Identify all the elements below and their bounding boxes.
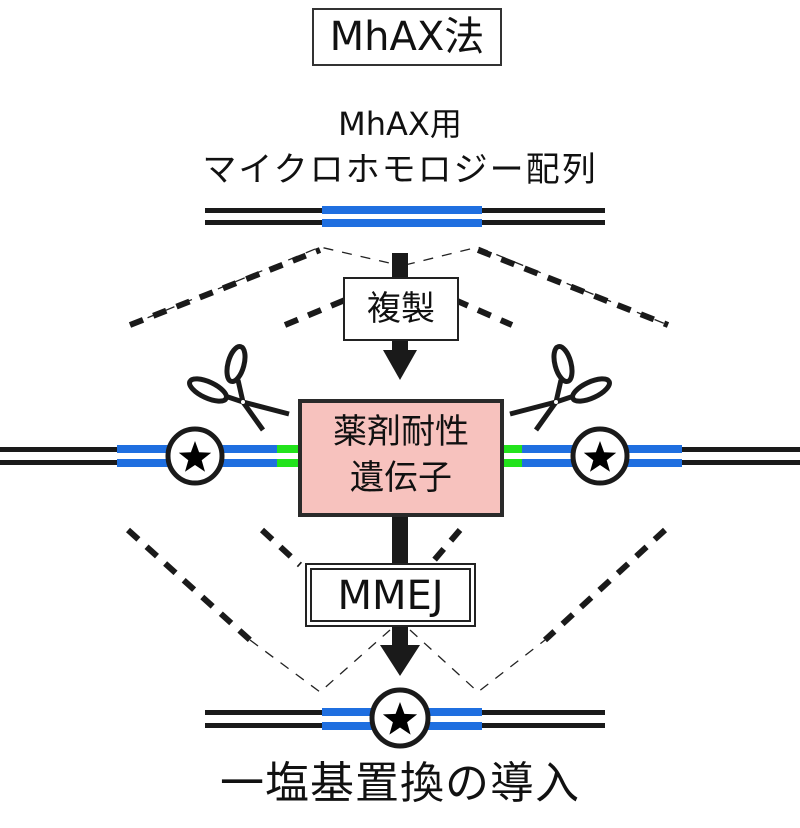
gene-box-line-1: 薬剤耐性 <box>333 412 469 452</box>
guide-line <box>128 247 322 328</box>
star-in-circle-icon <box>570 426 630 486</box>
junction-segment <box>277 445 299 453</box>
mmej-step-box: MMEJ <box>305 563 476 627</box>
drug-resistance-gene-box: 薬剤耐性 遺伝子 <box>298 399 504 517</box>
mmej-label: MMEJ <box>310 568 471 622</box>
guide-line <box>453 297 514 328</box>
guide-line <box>249 629 391 693</box>
star-in-circle-icon <box>369 687 431 749</box>
bottom-thick-guides <box>125 527 668 643</box>
junction-segment <box>500 459 522 467</box>
subtitle-line-2: マイクロホモロジー配列 <box>202 150 598 190</box>
top-dna-duplex <box>205 206 605 227</box>
guide-line <box>125 527 253 643</box>
scissors-icon <box>187 343 290 432</box>
guide-line <box>476 247 670 328</box>
replication-step-box: 複製 <box>343 277 459 341</box>
guide-line <box>259 527 303 568</box>
top-thick-guides <box>128 247 670 328</box>
guide-line <box>409 629 546 693</box>
subtitle-line-1: MhAX用 <box>338 105 462 143</box>
diagram-title: MhAX法 <box>312 8 502 66</box>
junction-segment <box>277 459 299 467</box>
gene-box-line-2: 遺伝子 <box>350 458 452 498</box>
result-label: 一塩基置換の導入 <box>220 758 580 809</box>
scissors-icon <box>509 343 612 432</box>
microhomology-segment <box>322 206 482 214</box>
star-in-circle-icon <box>165 426 225 486</box>
guide-line <box>283 297 347 328</box>
junction-segment <box>500 445 522 453</box>
guide-line <box>542 527 668 643</box>
microhomology-segment <box>322 219 482 227</box>
guide-line <box>427 528 463 567</box>
